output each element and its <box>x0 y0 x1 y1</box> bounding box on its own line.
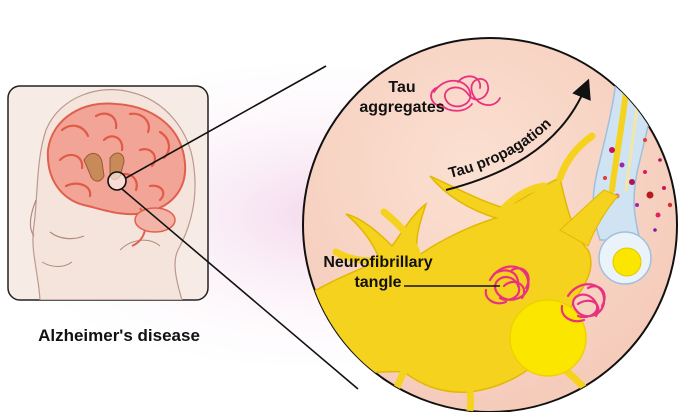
zoom-line-top <box>125 65 327 179</box>
zoom-line-bottom <box>121 188 359 390</box>
neurofibrillary-tangle-label: Neurofibrillary tangle <box>308 253 448 293</box>
neurofibrillary-label-line2: tangle <box>354 274 402 291</box>
zoom-target-circle <box>107 171 127 191</box>
tau-aggregates-cluster <box>430 75 501 112</box>
neurofibrillary-label-line1: Neurofibrillary <box>323 254 433 271</box>
tau-particles <box>598 138 673 232</box>
neurofibrillary-tangles <box>484 265 606 323</box>
neuron-nucleus <box>509 299 587 377</box>
tau-propagation-arrow <box>445 78 591 191</box>
tau-aggregates-label-line2: aggregates <box>359 99 445 116</box>
tau-aggregates-label-line1: Tau <box>388 79 416 96</box>
head-illustration-panel <box>7 85 209 301</box>
tau-aggregates-label: Tau aggregates <box>357 78 447 118</box>
diagram-caption: Alzheimer's disease <box>38 326 200 345</box>
